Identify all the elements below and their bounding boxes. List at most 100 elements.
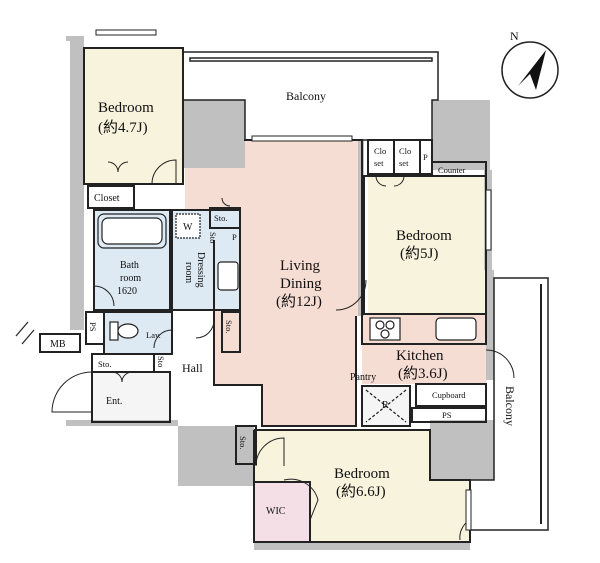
burner-1 — [375, 320, 385, 330]
wall-nw-left — [70, 40, 84, 330]
window-nw — [95, 29, 157, 36]
compass: N — [501, 29, 559, 99]
door-east-bedroom — [335, 279, 367, 311]
sto-entry-small-label: Sto — [156, 356, 166, 367]
ps-left-outline — [85, 311, 105, 345]
living-line2: Dining — [280, 276, 322, 292]
closet-b-line1: Clo — [399, 146, 411, 156]
washing-machine — [175, 213, 201, 239]
counter-outline — [431, 161, 487, 177]
door-lav — [153, 329, 173, 349]
toilet-tank — [109, 321, 119, 341]
p-small-label: P — [232, 232, 237, 242]
sto-entry-arc-2 — [121, 371, 133, 383]
cupboard-label: Cupboard — [432, 390, 466, 400]
living-left-outline — [213, 240, 357, 427]
closet-east-arc-1 — [375, 175, 387, 187]
dressing-line1: Dressing — [195, 252, 206, 288]
kitchen-name: Kitchen — [396, 348, 444, 364]
ps-right-label: PS — [442, 410, 452, 420]
burner-2 — [385, 320, 395, 330]
bath-line3: 1620 — [117, 286, 137, 297]
door-entrance — [51, 371, 93, 413]
walls — [66, 36, 494, 550]
sto-top-label: Sto. — [214, 213, 227, 223]
room-labels: Bedroom (約4.7J) Balcony Living Dining (約… — [98, 89, 517, 500]
sto-small-label: Sto — [208, 232, 218, 243]
bath-outline — [93, 209, 171, 311]
window-south — [465, 489, 472, 531]
sto-bottom-outline — [235, 425, 257, 465]
bedroom-east-floor — [368, 176, 486, 314]
kitchen-sink — [435, 317, 477, 341]
bedroom-south-name: Bedroom — [334, 466, 390, 482]
sto-dressing-outline — [221, 311, 241, 353]
door-bath — [93, 285, 115, 307]
sto-top-outline — [209, 207, 241, 229]
living-size: (約12J) — [276, 293, 322, 310]
balcony-top-rail — [189, 57, 433, 62]
pantry-label: Pantry — [350, 372, 376, 383]
bedroom-nw-size: (約4.7J) — [98, 119, 148, 136]
bedroom-nw-name: Bedroom — [98, 100, 154, 116]
p-top-outline — [419, 139, 433, 175]
wic-label: WIC — [266, 506, 286, 517]
hall-label: Hall — [182, 361, 203, 375]
bedroom-nw-floor — [84, 48, 183, 183]
column-bottom-right — [430, 420, 494, 480]
p-top-label: P — [423, 152, 428, 162]
pantry-outline — [361, 385, 411, 427]
sto-dressing-label: Sto. — [224, 320, 234, 333]
wall-nw-top — [66, 36, 84, 41]
sto-bottom-label: Sto. — [238, 436, 248, 449]
interior-walls — [39, 47, 487, 543]
lav-label: Lav. — [146, 330, 161, 340]
ent-label: Ent. — [106, 396, 122, 407]
wic-floor — [254, 482, 310, 542]
sto-top-arc-1 — [221, 197, 231, 207]
counter-label: Counter — [438, 165, 466, 175]
closet-nw-outline — [87, 185, 135, 209]
living-line1: Living — [280, 258, 320, 274]
toilet-bowl — [117, 323, 139, 339]
wall-bottom — [254, 542, 470, 550]
dressing-outline — [171, 209, 241, 311]
column-bottom-left — [178, 426, 254, 486]
ps-right-outline — [411, 407, 487, 423]
bedroom-east-name: Bedroom — [396, 228, 452, 244]
column-kitchen-right — [486, 270, 494, 380]
bedroom-east-size: (約5J) — [400, 245, 438, 262]
column-living-right — [432, 100, 490, 170]
bedroom-nw-outline — [83, 47, 184, 185]
w-label: W — [183, 222, 193, 233]
closet-door-arc-2 — [117, 161, 129, 173]
compass-ring — [501, 41, 559, 99]
cupboard-outline — [415, 383, 487, 407]
window-east — [485, 189, 492, 251]
fixtures — [97, 213, 477, 423]
door-hall — [195, 319, 215, 339]
closet-label: Closet — [94, 193, 120, 204]
closet-a-line1: Clo — [374, 146, 386, 156]
door-kitchen-right — [485, 349, 515, 379]
compass-north-label: N — [510, 29, 519, 43]
entrance-floor — [92, 372, 170, 422]
bath-line1: Bath — [120, 260, 139, 271]
fridge-x-2 — [365, 389, 407, 423]
mb-label: MB — [50, 339, 66, 350]
sto-entry-label: Sto. — [98, 359, 111, 369]
vanity — [217, 261, 239, 291]
closet-east-arc-2 — [393, 175, 405, 187]
wic-outline — [253, 481, 311, 543]
ps-left-label: PS — [88, 322, 98, 332]
windows — [95, 29, 492, 531]
door-wic — [283, 478, 319, 521]
hall-floor — [172, 312, 214, 422]
break-mark-icon — [15, 321, 41, 352]
bath-line2: room — [120, 273, 141, 284]
bedroom-south-size: (約6.6J) — [336, 483, 386, 500]
window-living — [251, 135, 353, 142]
closet-a-line2: set — [374, 158, 384, 168]
bathtub-inner — [101, 217, 163, 245]
